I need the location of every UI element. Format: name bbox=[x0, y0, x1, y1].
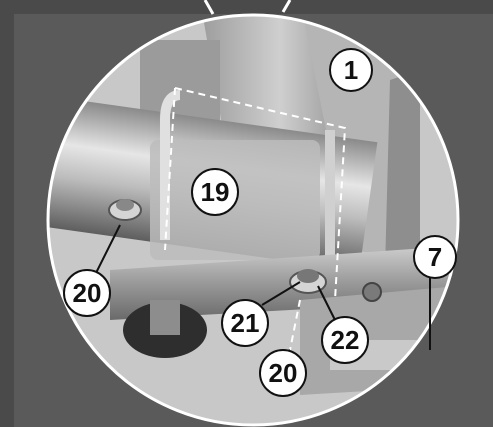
callout-1-label: 1 bbox=[344, 55, 358, 85]
bolt-axis-dashed bbox=[289, 299, 301, 351]
frame-left-border bbox=[0, 0, 14, 427]
side-plate-edge bbox=[385, 70, 420, 270]
u-bolt-dashed-outline bbox=[164, 87, 347, 301]
callout-19: 19 bbox=[191, 168, 239, 216]
callout-1: 1 bbox=[329, 48, 373, 92]
callout-21-label: 21 bbox=[231, 308, 260, 338]
leader-21 bbox=[261, 281, 301, 306]
callout-20-left: 20 bbox=[63, 269, 111, 317]
callout-7: 7 bbox=[413, 235, 457, 279]
callout-21: 21 bbox=[221, 299, 269, 347]
callout-22-label: 22 bbox=[331, 325, 360, 355]
callout-20-bottom: 20 bbox=[259, 349, 307, 397]
u-bolt-left-leg bbox=[160, 90, 181, 240]
lens-pointer bbox=[203, 0, 292, 15]
lens-rim bbox=[46, 13, 460, 427]
leader-22 bbox=[317, 285, 336, 321]
callout-20-bottom-label: 20 bbox=[269, 358, 298, 388]
callout-19-label: 19 bbox=[201, 177, 230, 207]
leader-20a bbox=[94, 224, 121, 276]
foot-stem bbox=[150, 300, 180, 335]
callout-20-left-label: 20 bbox=[73, 278, 102, 308]
callout-22: 22 bbox=[321, 316, 369, 364]
left-nut bbox=[116, 199, 134, 211]
right-nut bbox=[297, 269, 319, 283]
frame-top-border bbox=[0, 0, 493, 14]
rail-bolt-head bbox=[362, 282, 382, 302]
callout-7-label: 7 bbox=[428, 242, 442, 272]
